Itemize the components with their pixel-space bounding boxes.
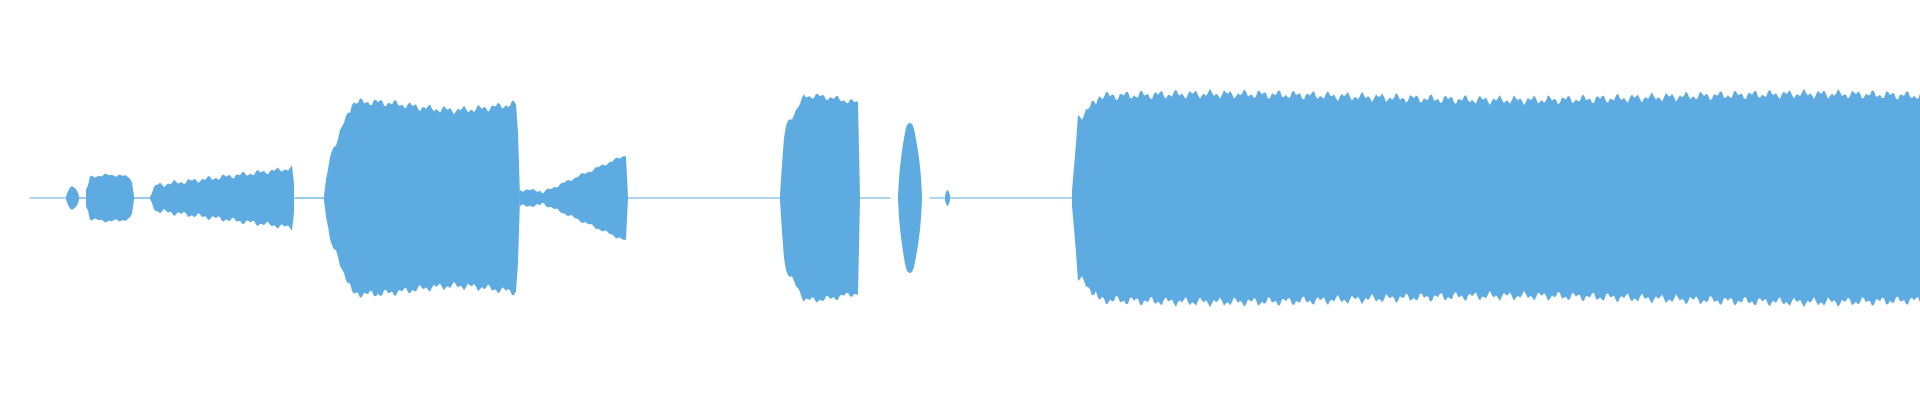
small-burst-2 xyxy=(86,173,134,223)
tail-spike-8 xyxy=(945,190,950,206)
long-burst-9 xyxy=(1072,88,1920,308)
large-burst-6 xyxy=(780,93,860,303)
narrow-burst-7 xyxy=(898,123,922,273)
taper-burst-5 xyxy=(520,156,628,240)
rising-burst-3 xyxy=(150,165,294,231)
small-pulse-1 xyxy=(66,186,79,210)
large-burst-4 xyxy=(324,98,520,298)
waveform-layer xyxy=(29,88,1920,308)
